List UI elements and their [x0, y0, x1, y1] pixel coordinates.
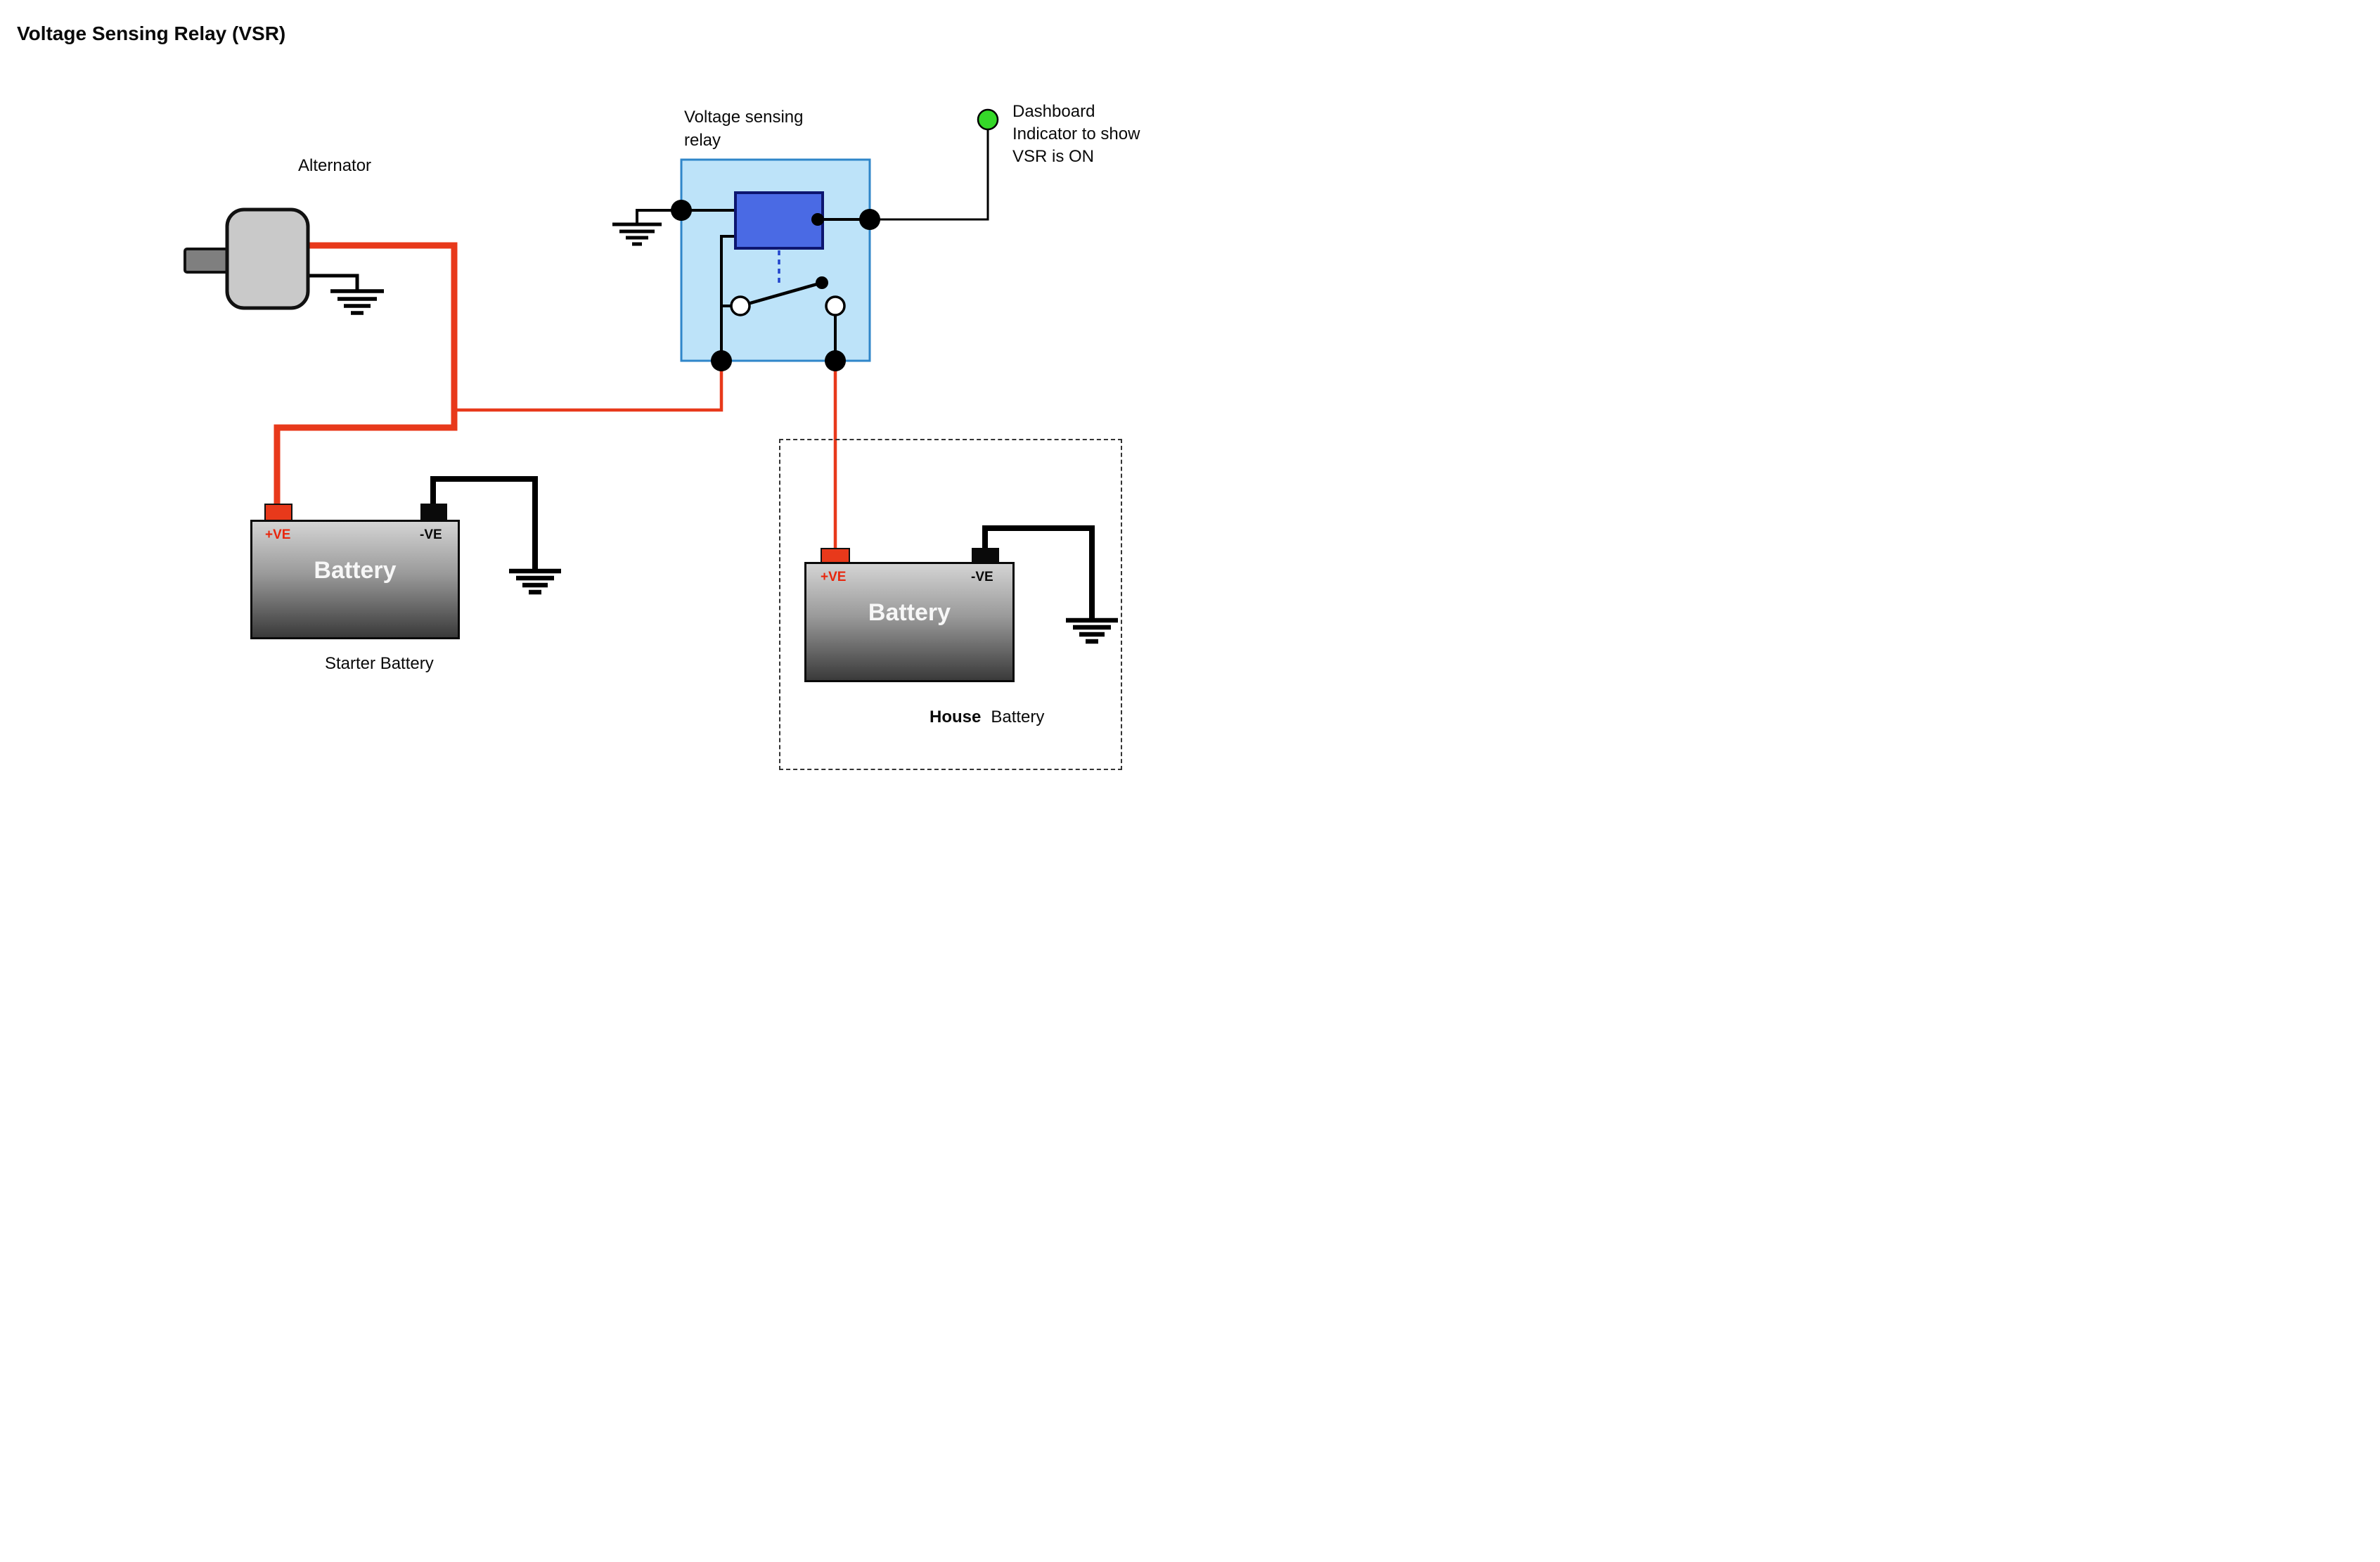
- dashboard-indicator-line3: VSR is ON: [1012, 147, 1095, 166]
- red-wire-alternator-to-starter-battery: [274, 242, 458, 508]
- vsr-ground-lead: [636, 209, 681, 223]
- diagram-title: Voltage Sensing Relay (VSR): [17, 23, 286, 44]
- red-wire-to-vsr-input: [454, 361, 723, 412]
- ground-icon: [509, 568, 561, 595]
- starter-battery-caption: Starter Battery: [325, 654, 434, 673]
- starter-battery-neg-label: -VE: [420, 527, 442, 542]
- dashboard-indicator-lamp-icon: [977, 108, 999, 131]
- alternator-body: [225, 207, 310, 310]
- house-battery-neg-label: -VE: [971, 570, 993, 584]
- alternator-ground-lead: [305, 274, 359, 290]
- starter-battery: +VE -VE Battery: [250, 520, 460, 639]
- vsr-ground-terminal-dot: [671, 200, 692, 221]
- ground-icon: [1066, 617, 1118, 644]
- vsr-output-terminal-dot: [825, 350, 846, 371]
- input-terminal-wire: [720, 235, 735, 361]
- vsr-indicator-terminal-dot: [859, 209, 880, 230]
- starter-battery-neg-wire: [430, 476, 538, 569]
- switch-contact-left: [730, 295, 751, 316]
- ground-icon: [612, 222, 662, 246]
- vsr-label-line1: Voltage sensing: [684, 108, 804, 127]
- vsr-label: Voltage sensing relay: [684, 105, 803, 152]
- alternator-label: Alternator: [298, 156, 372, 175]
- switch-arm-pivot-dot: [816, 276, 828, 289]
- house-battery-caption-word2: Battery: [991, 708, 1045, 726]
- vsr-label-line2: relay: [684, 131, 721, 150]
- alternator-shaft: [184, 248, 233, 274]
- house-battery-name: Battery: [868, 599, 951, 626]
- vsr-box: [680, 158, 871, 362]
- house-battery-neg-wire: [982, 525, 1095, 618]
- house-battery-caption: House Battery: [930, 708, 1044, 727]
- dashboard-indicator-line1: Dashboard: [1012, 102, 1095, 121]
- vsr-wiring-diagram: Voltage Sensing Relay (VSR) Alternator V…: [0, 0, 1190, 781]
- house-battery-pos-label: +VE: [821, 570, 847, 584]
- house-battery-caption-word1: House: [930, 708, 982, 726]
- dashboard-indicator-label: Dashboard Indicator to show VSR is ON: [1012, 101, 1140, 168]
- ground-icon: [330, 289, 384, 315]
- indicator-wire: [870, 129, 989, 221]
- starter-battery-name: Battery: [314, 557, 397, 584]
- house-battery-enclosure: [779, 439, 1122, 770]
- switch-contact-right: [825, 295, 846, 316]
- diagram-canvas: [184, 108, 1118, 644]
- starter-battery-pos-label: +VE: [265, 527, 291, 542]
- dashboard-indicator-line2: Indicator to show: [1012, 124, 1140, 143]
- starter-battery-neg-terminal: [420, 504, 447, 522]
- house-battery: +VE -VE Battery: [804, 562, 1015, 682]
- vsr-input-terminal-dot: [711, 350, 732, 371]
- switch-arm: [740, 281, 823, 308]
- coil-terminal-dot: [811, 213, 824, 226]
- relay-coil: [734, 191, 824, 250]
